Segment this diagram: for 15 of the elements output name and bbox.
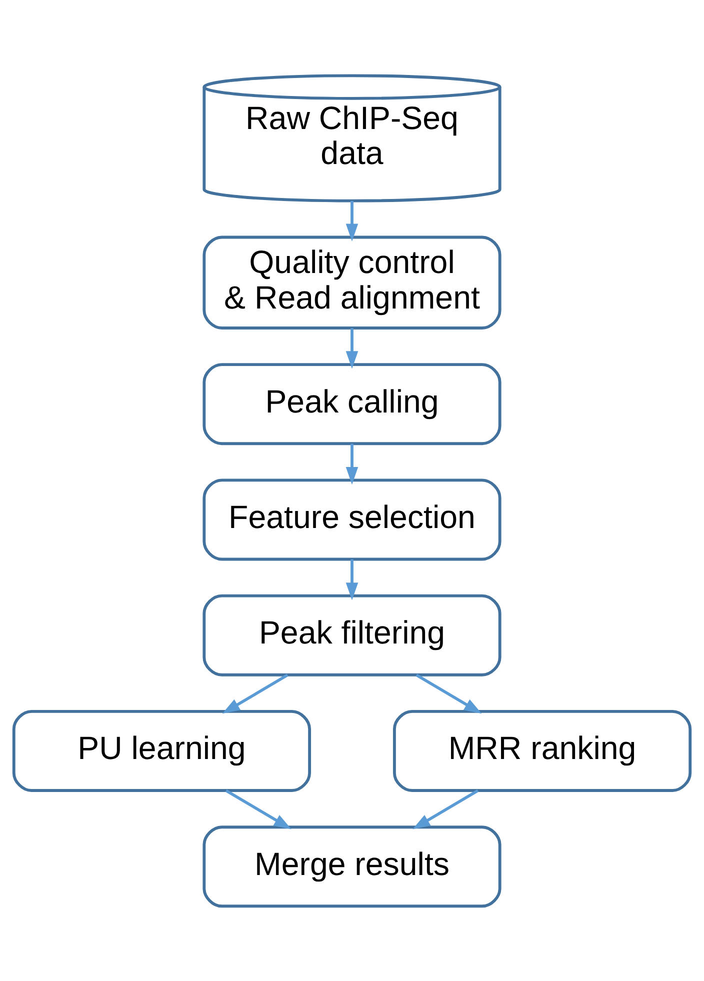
- arrow: [346, 443, 358, 484]
- node-box: Quality control & Read alignment: [202, 235, 502, 329]
- arrow: [416, 673, 482, 714]
- arrow: [346, 328, 358, 368]
- node-box: Peak filtering: [202, 594, 502, 676]
- node-box: PU learning: [12, 710, 312, 792]
- node-box: Merge results: [202, 825, 502, 908]
- arrow: [346, 200, 358, 241]
- node-box: Peak calling: [202, 362, 502, 445]
- arrow: [225, 788, 292, 829]
- node-box: Feature selection: [202, 478, 502, 560]
- arrow: [412, 788, 479, 829]
- arrow: [222, 673, 288, 714]
- node-box: MRR ranking: [392, 710, 692, 792]
- arrow: [346, 558, 358, 600]
